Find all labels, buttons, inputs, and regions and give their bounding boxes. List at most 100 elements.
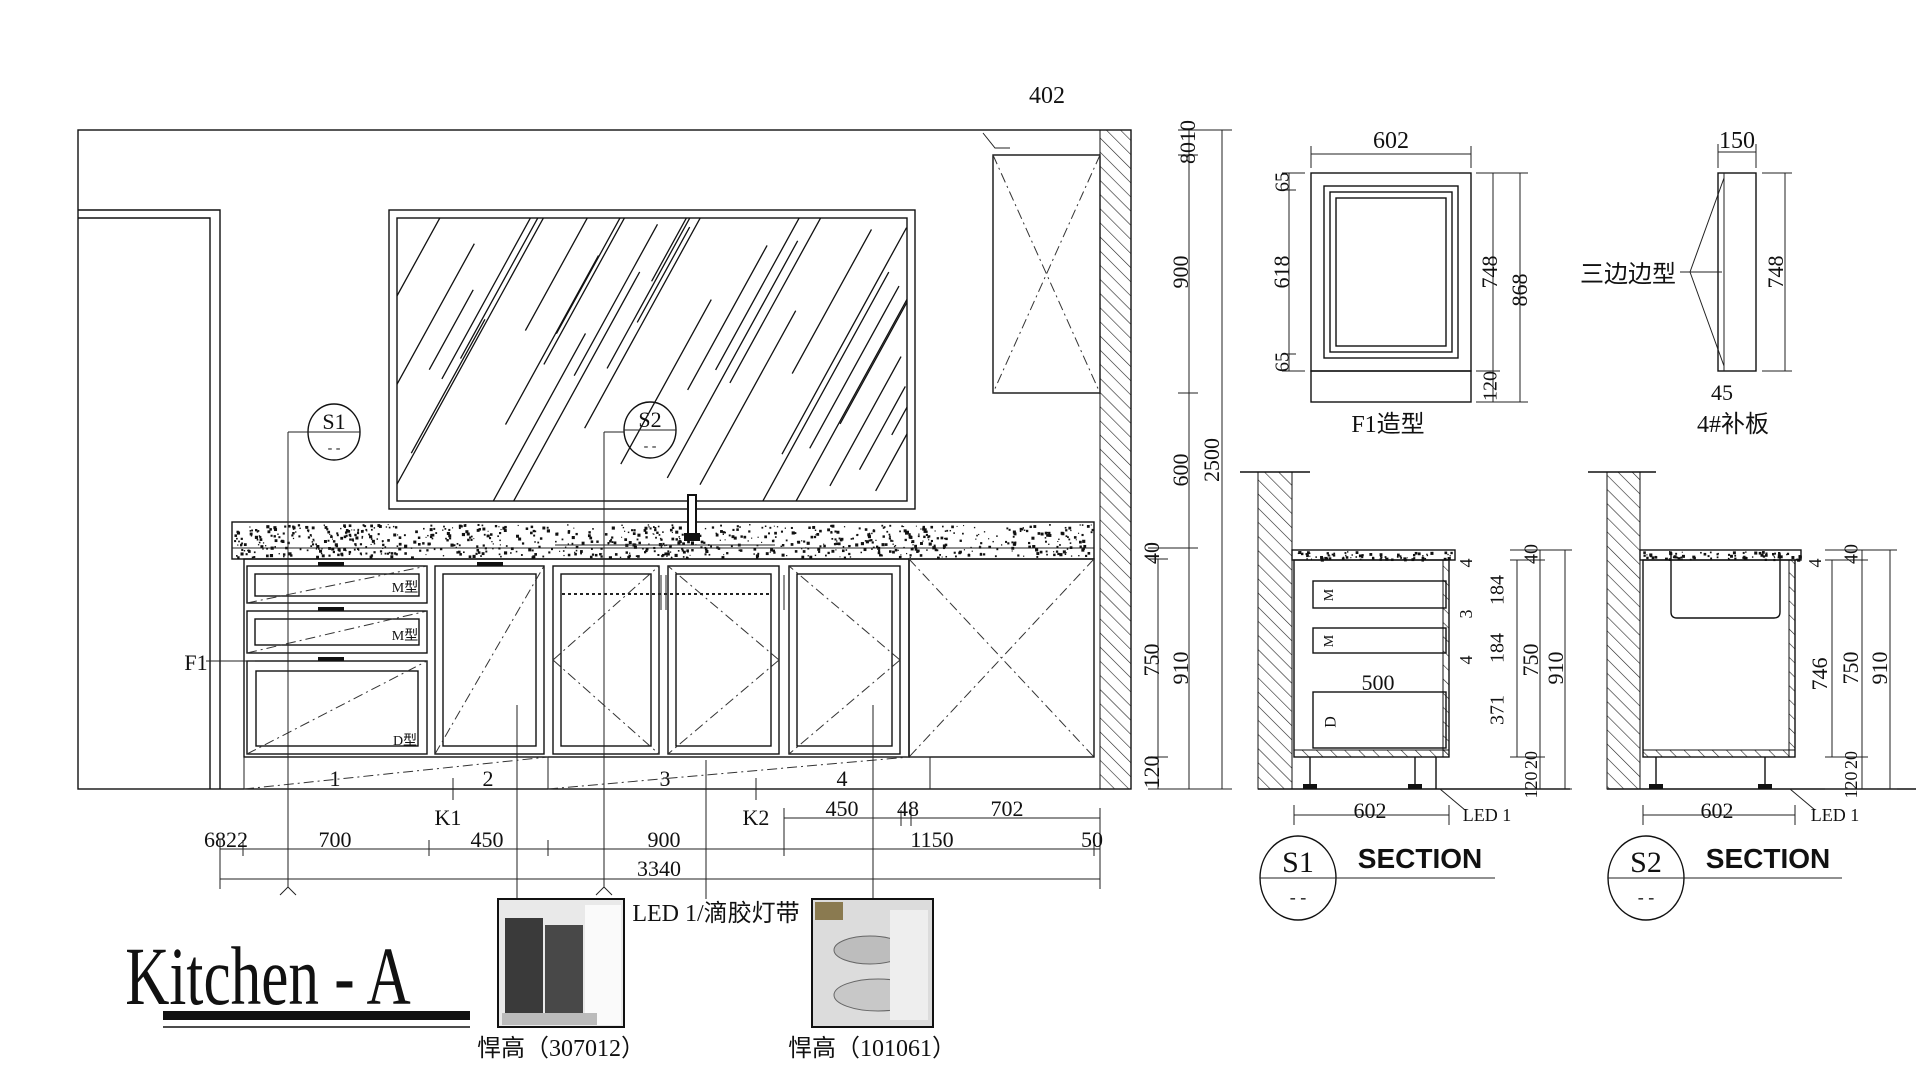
- speckle: [1059, 544, 1061, 546]
- speckle: [357, 549, 360, 551]
- speckle: [352, 539, 355, 542]
- speckle: [442, 529, 444, 531]
- speckle: [669, 545, 672, 549]
- speckle: [784, 527, 787, 529]
- speckle: [770, 548, 774, 552]
- speckle: [397, 534, 399, 536]
- speckle: [288, 552, 292, 556]
- speckle: [364, 525, 367, 528]
- speckle: [567, 553, 571, 557]
- speckle: [873, 529, 875, 531]
- speckle: [773, 551, 776, 554]
- speckle: [1013, 532, 1017, 536]
- speckle: [362, 524, 365, 527]
- speckle: [446, 531, 450, 536]
- speckle: [355, 544, 357, 547]
- speckle: [1692, 555, 1696, 559]
- speckle: [619, 556, 622, 559]
- speckle: [915, 525, 917, 527]
- elevation-dims-v-8010-label: 8010: [1175, 120, 1200, 164]
- speckle: [1040, 532, 1044, 536]
- speckle: [953, 551, 956, 554]
- speckle: [343, 548, 347, 551]
- speckle: [532, 529, 536, 533]
- speckle: [944, 543, 948, 547]
- speckle: [644, 531, 648, 535]
- speckle: [865, 540, 869, 544]
- detail-4-v-748-label: 748: [1763, 256, 1788, 289]
- speckle: [1412, 553, 1416, 557]
- mirror-hatch-line: [911, 170, 982, 299]
- speckle: [439, 547, 443, 551]
- elevation-dims-v-40-label: 40: [1139, 542, 1164, 564]
- speckle: [429, 528, 433, 532]
- section-s2: [1588, 471, 1916, 921]
- speckle: [458, 527, 461, 530]
- speckle: [404, 544, 408, 548]
- speckle: [842, 545, 845, 548]
- faucet-icon: [687, 494, 697, 540]
- speckle: [790, 526, 793, 529]
- speckle: [1070, 529, 1072, 532]
- speckle: [277, 533, 279, 535]
- speckle: [1000, 544, 1003, 546]
- mirror-hatch-line: [524, 218, 589, 331]
- speckle: [880, 554, 883, 557]
- speckle: [881, 524, 884, 527]
- speckle: [500, 555, 502, 558]
- mirror-hatch-line: [921, 248, 1055, 492]
- speckle: [805, 547, 807, 549]
- speckle: [1007, 542, 1010, 545]
- speckle: [348, 553, 351, 555]
- speckle: [975, 538, 977, 540]
- speckle: [1444, 551, 1448, 555]
- speckle: [234, 540, 237, 543]
- speckle: [1777, 556, 1780, 559]
- speckle: [1028, 545, 1031, 549]
- speckle: [337, 553, 340, 557]
- speckle: [622, 526, 625, 529]
- speckle: [381, 540, 384, 543]
- drawing-title: Kitchen - A: [125, 930, 411, 1022]
- speckle: [944, 530, 947, 532]
- speckle: [1443, 557, 1447, 561]
- speckle: [611, 541, 614, 543]
- detail-f1-v-65b-label: 65: [1272, 352, 1294, 372]
- speckle: [1008, 528, 1011, 531]
- speckle: [370, 538, 373, 540]
- drawer-stack: [246, 562, 428, 755]
- speckle: [802, 550, 806, 553]
- section-s1-v-4a-label: 4: [1456, 559, 1476, 568]
- speckle: [1306, 551, 1310, 555]
- speckle: [355, 536, 359, 540]
- elevation-dims-h-900-label: 900: [648, 827, 681, 852]
- elevation-dims-h-1150-label: 1150: [910, 827, 953, 852]
- speckle: [1077, 532, 1080, 534]
- speckle: [930, 539, 933, 543]
- speckle: [891, 540, 894, 542]
- speckle: [1675, 552, 1678, 555]
- speckle: [321, 554, 325, 558]
- speckle: [942, 546, 946, 550]
- speckle: [739, 549, 743, 552]
- speckle: [278, 536, 281, 539]
- speckle: [765, 552, 769, 556]
- elevation-labels-c1-label: 1: [330, 766, 341, 791]
- speckle: [435, 532, 438, 534]
- speckle: [631, 529, 634, 532]
- speckle: [755, 554, 760, 558]
- speckle: [240, 543, 243, 547]
- speckle: [503, 529, 507, 533]
- speckle: [488, 537, 492, 540]
- speckle: [251, 529, 254, 532]
- speckle: [1011, 550, 1013, 552]
- speckle: [537, 541, 540, 544]
- speckle: [978, 546, 982, 549]
- speckle: [589, 555, 593, 559]
- speckle: [994, 555, 997, 558]
- mirror-hatch-line: [715, 218, 800, 371]
- mirror-hatch-line: [651, 218, 688, 282]
- speckle: [644, 526, 648, 530]
- speckle: [1012, 535, 1015, 538]
- speckle: [347, 529, 351, 533]
